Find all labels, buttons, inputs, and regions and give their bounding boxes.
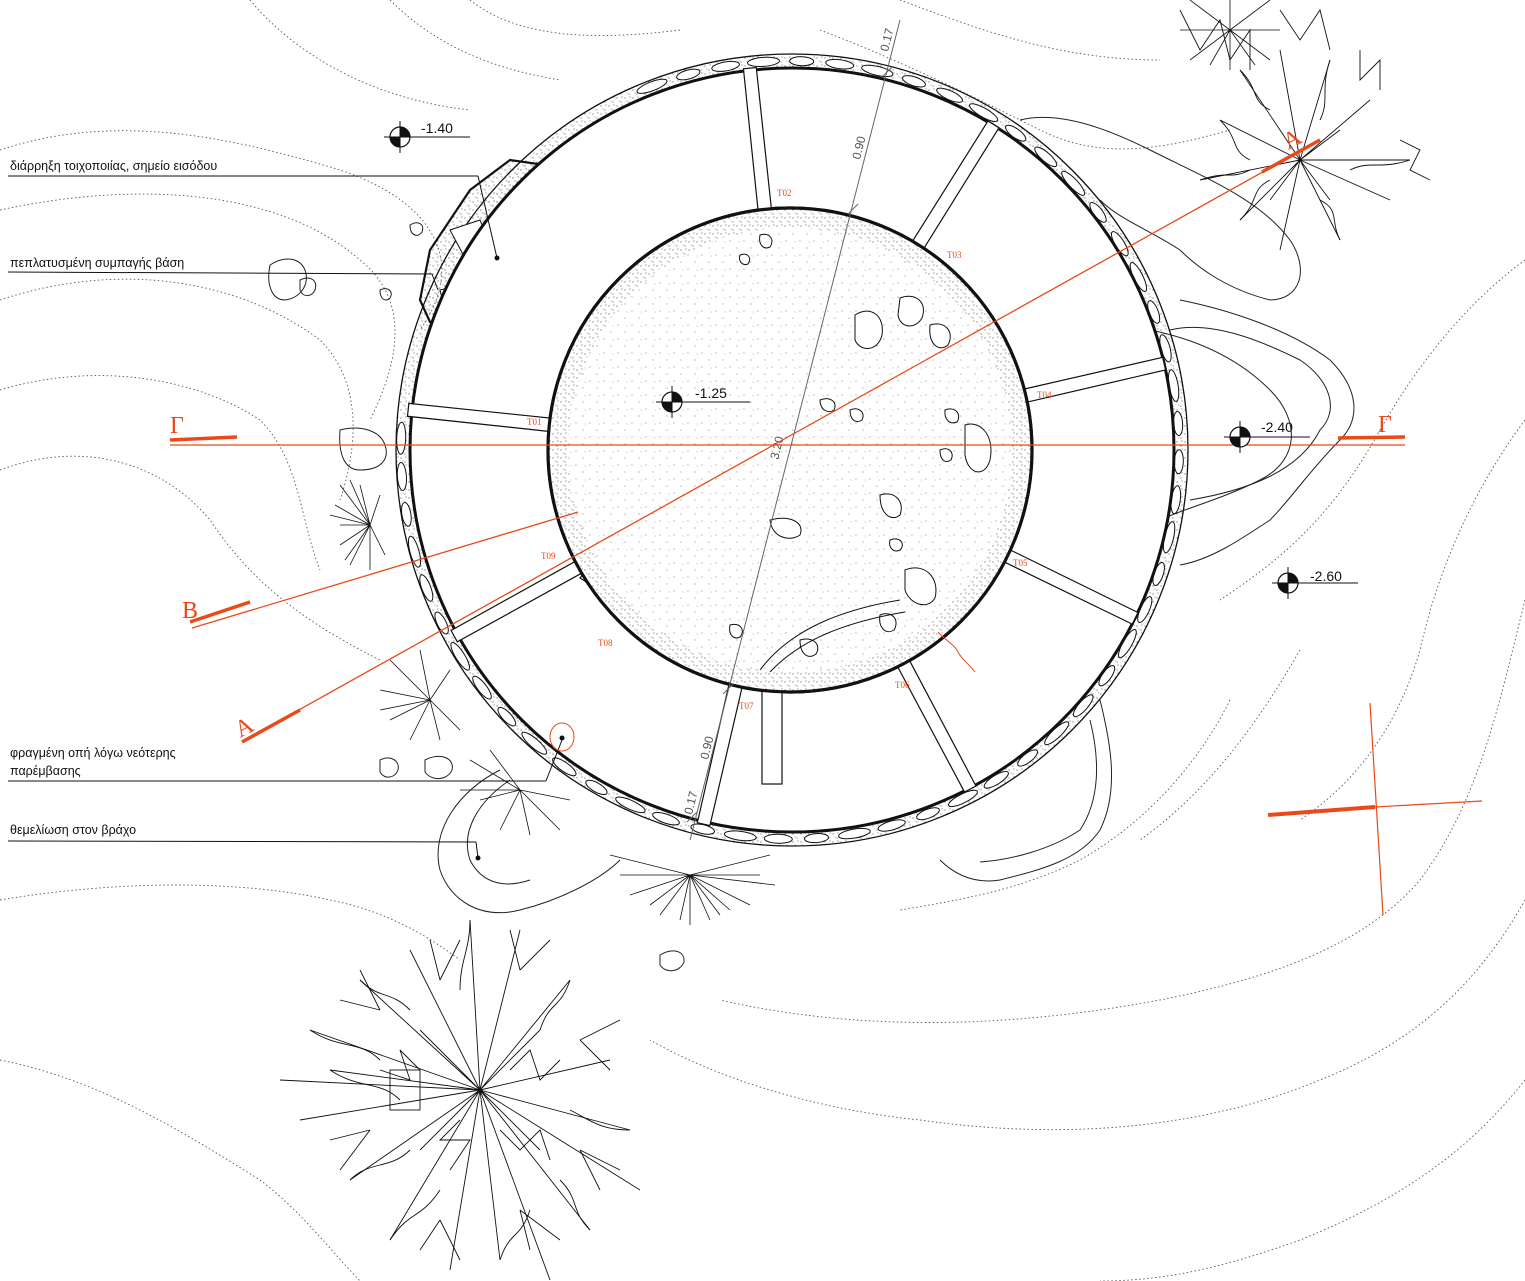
level-marker — [656, 386, 750, 418]
wall-stone — [401, 502, 412, 527]
wall-stone — [497, 706, 517, 727]
segment-tag: T05 — [1013, 558, 1028, 568]
wall-stone — [652, 812, 680, 826]
level-value: -1.25 — [695, 385, 727, 401]
level-value: -2.60 — [1310, 568, 1342, 584]
section-mark-b: B — [182, 598, 198, 624]
wall-stone — [711, 60, 740, 72]
leader-dot — [494, 255, 500, 261]
wall-stone — [450, 642, 470, 671]
wall-stone — [936, 87, 964, 103]
wall-stone — [676, 68, 701, 81]
level-marker — [384, 121, 470, 153]
segment-tag: T01 — [527, 417, 542, 427]
tree-top-right — [1179, 8, 1431, 251]
segment-tag: T07 — [739, 701, 754, 711]
segment-tag: T09 — [541, 551, 556, 561]
partition-wall — [761, 687, 783, 785]
wall-stone — [615, 796, 646, 814]
wall-stone — [723, 830, 757, 842]
section-mark-a-bottom: A — [231, 712, 259, 743]
level-marker — [1272, 567, 1358, 599]
wall-stone — [877, 819, 906, 832]
wall-stone — [419, 574, 434, 602]
annotation-foundation: θεμελίωση στον βράχο — [10, 823, 136, 837]
level-value: -1.40 — [421, 120, 453, 136]
shrubs — [329, 0, 1280, 925]
wall-stone — [763, 833, 793, 844]
segment-tag: T04 — [1037, 390, 1052, 400]
wall-stone — [585, 779, 608, 796]
dimension-line — [686, 19, 901, 841]
annotation-leaders — [7, 175, 563, 859]
annotation-blocked-hole-1: φραγμένη οπή λόγω νεότερης — [10, 746, 176, 760]
wall-stone — [789, 56, 815, 67]
tree-bottom-left — [279, 919, 641, 1281]
annotation-base: πεπλατυσμένη συμπαγής βάση — [10, 256, 184, 270]
segment-tag: T02 — [777, 188, 792, 198]
segment-tag: T08 — [598, 638, 613, 648]
wall-stone — [636, 78, 668, 94]
wall-stone — [838, 827, 871, 840]
wall-stone — [396, 462, 407, 491]
section-mark-g-right: Γ — [1378, 412, 1392, 438]
dim-top-small: 0.17 — [877, 26, 896, 52]
wall-stone — [902, 75, 926, 88]
core-curved-trace — [759, 599, 906, 673]
wall-stone — [396, 421, 407, 455]
leader-dot — [559, 735, 565, 741]
annotation-blocked-hole-2: παρέμβασης — [10, 764, 81, 778]
rock-outlines — [268, 116, 1355, 972]
section-mark-g-left: Γ — [170, 413, 184, 439]
wall-stone — [916, 807, 940, 821]
segment-tag: T06 — [895, 680, 910, 690]
wall-stone — [825, 58, 855, 70]
dim-bottom-ring: 0.90 — [697, 734, 716, 760]
wall-stone — [804, 833, 829, 844]
wall-stone — [948, 789, 978, 808]
level-marker — [1224, 421, 1310, 453]
segment-tag: T03 — [947, 250, 962, 260]
core-rubble — [729, 233, 992, 657]
dim-bottom-small: 0.17 — [681, 789, 700, 815]
wall-stone — [521, 731, 548, 755]
wall-stone — [472, 675, 492, 700]
section-lines — [169, 138, 1483, 916]
segment-tags: T01 T02 T03 T04 T05 T06 T07 T08 T09 — [527, 188, 1052, 711]
level-value: -2.40 — [1261, 419, 1293, 435]
leader-dot — [475, 855, 481, 861]
blocked-opening — [549, 722, 575, 752]
annotation-breach: διάρρηξη τοιχοποιίας, σημείο εισόδου — [10, 159, 217, 173]
wall-stone — [552, 757, 577, 777]
dim-top-ring: 0.90 — [849, 134, 868, 160]
wall-stone — [407, 535, 422, 568]
wall-stone — [747, 56, 780, 68]
